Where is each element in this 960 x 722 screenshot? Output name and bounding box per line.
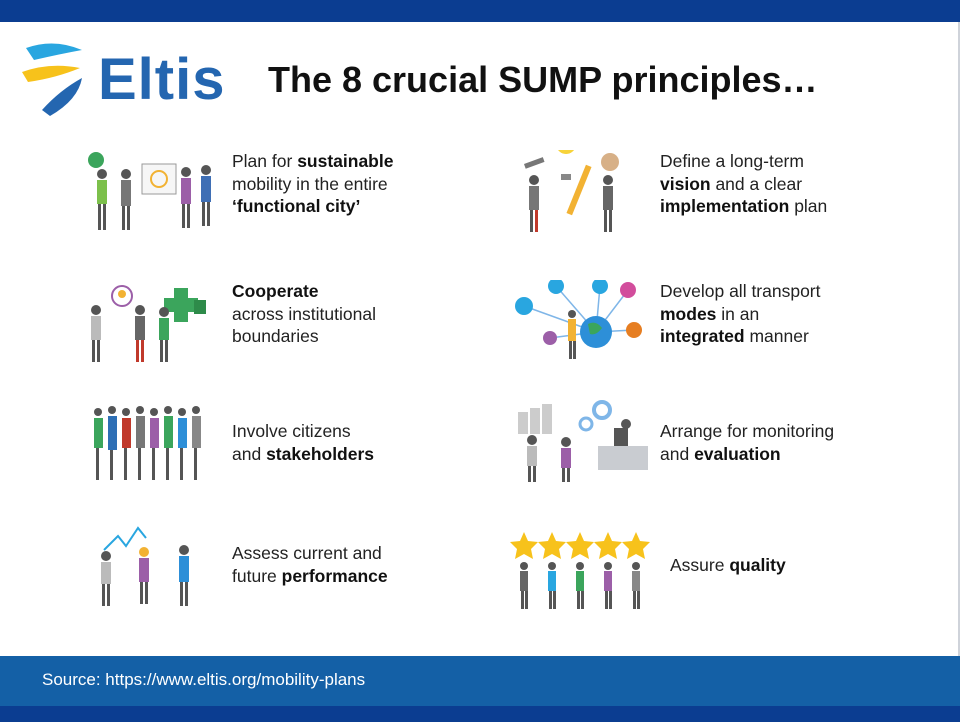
cooperate-illustration — [91, 285, 206, 362]
performance-illustration — [101, 526, 189, 606]
eltis-logo: Eltis — [20, 38, 240, 118]
slide-title: The 8 crucial SUMP principles… — [268, 59, 818, 100]
footer-strip — [0, 706, 960, 722]
principle-text: Assure quality — [670, 555, 786, 575]
transport-modes-illustration — [515, 280, 642, 359]
monitoring-illustration — [518, 400, 648, 482]
principle-quality: Assure quality — [510, 530, 930, 620]
eltis-logo-wordmark: Eltis — [98, 47, 226, 112]
functional-city-illustration — [88, 152, 211, 230]
involve-citizens-illustration — [94, 406, 201, 480]
top-bar — [0, 0, 960, 22]
eltis-logo-icon — [22, 43, 82, 116]
quality-illustration — [510, 532, 650, 609]
footer-band — [0, 656, 960, 706]
slide-header: Eltis The 8 crucial SUMP principles… — [0, 22, 960, 132]
source-link[interactable]: Source: https://www.eltis.org/mobility-p… — [42, 670, 366, 689]
slide-edge — [958, 22, 960, 662]
long-term-vision-illustration — [523, 150, 619, 232]
